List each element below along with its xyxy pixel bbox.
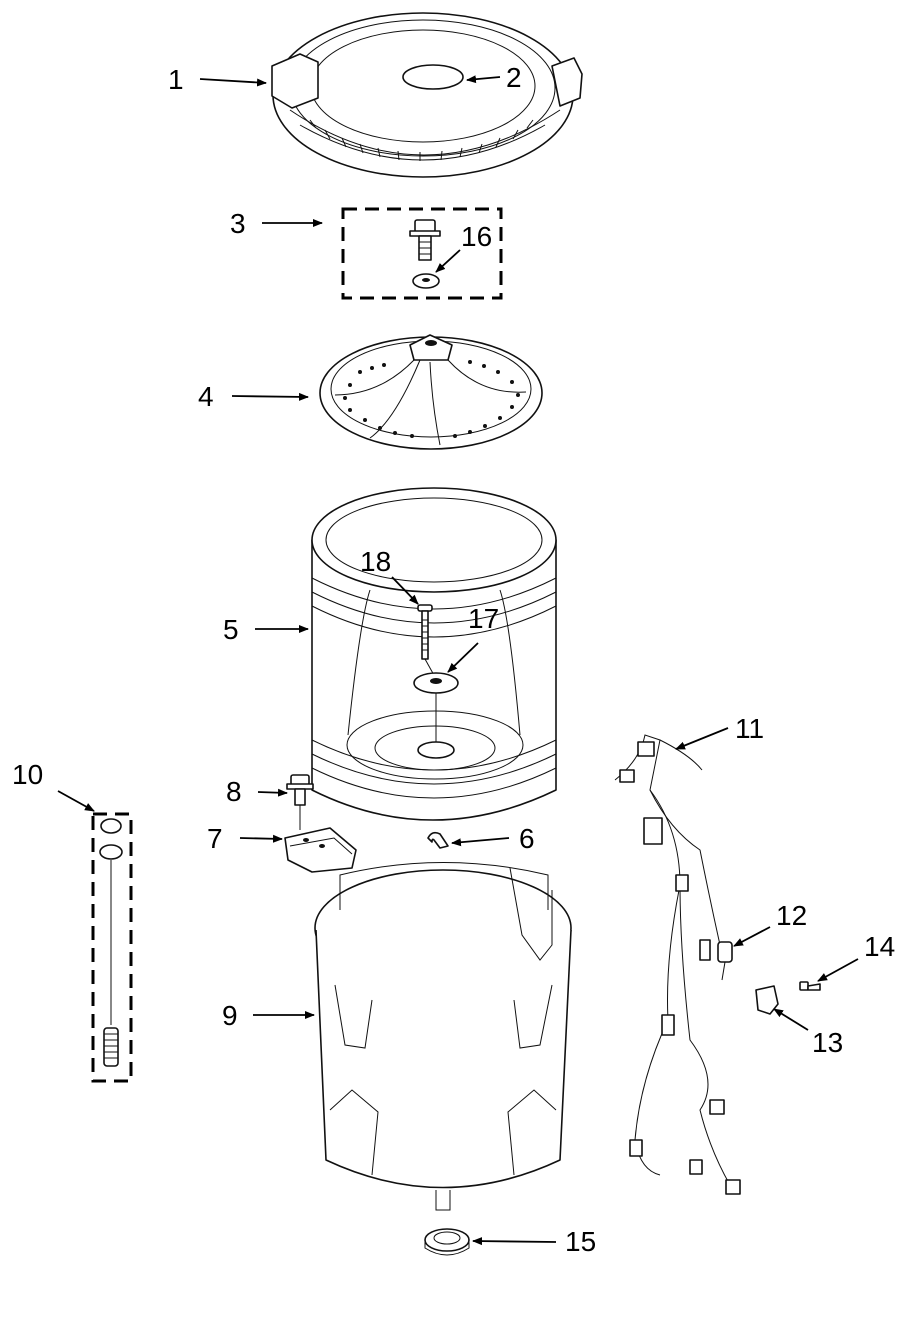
leader-arrows — [57, 75, 859, 1246]
part-12-sensor — [717, 941, 733, 981]
part-8-bolt — [286, 774, 314, 830]
part-10-suspension-rod — [99, 818, 123, 1067]
part-18-bolt — [417, 604, 436, 678]
kit-3-dashed-box — [341, 207, 503, 300]
part-3-bolt — [409, 219, 441, 261]
callout-2: 2 — [506, 62, 522, 93]
callout-18: 18 — [360, 546, 391, 577]
callout-labels: 1 2 3 16 4 18 5 17 11 10 8 7 6 12 14 9 1… — [12, 62, 895, 1257]
callout-1: 1 — [168, 64, 184, 95]
part-16-washer — [412, 273, 440, 289]
callout-7: 7 — [207, 823, 223, 854]
callout-4: 4 — [198, 381, 214, 412]
ring-ribs — [309, 119, 534, 161]
callout-14: 14 — [864, 931, 895, 962]
callout-6: 6 — [519, 823, 535, 854]
part-2-cap — [402, 64, 464, 90]
callout-17: 17 — [468, 603, 499, 634]
part-15-seal — [424, 1228, 470, 1256]
callout-5: 5 — [223, 614, 239, 645]
part-9-outer-tub — [314, 862, 572, 1211]
part-1-tub-ring — [271, 12, 583, 178]
part-7-bracket — [284, 827, 357, 873]
callout-16: 16 — [461, 221, 492, 252]
part-6-clip — [427, 831, 449, 849]
callout-15: 15 — [565, 1226, 596, 1257]
callout-10: 10 — [12, 759, 43, 790]
callout-13: 13 — [812, 1027, 843, 1058]
callout-8: 8 — [226, 776, 242, 807]
callout-12: 12 — [776, 900, 807, 931]
part-17-hub — [413, 672, 459, 759]
impeller-holes — [343, 360, 520, 438]
part-14-screw — [799, 981, 821, 991]
callout-3: 3 — [230, 208, 246, 239]
part-11-wire-harness — [614, 734, 741, 1195]
callout-11: 11 — [735, 713, 764, 744]
part-4-impeller — [319, 334, 543, 450]
callout-9: 9 — [222, 1000, 238, 1031]
part-5-basket — [311, 487, 557, 821]
